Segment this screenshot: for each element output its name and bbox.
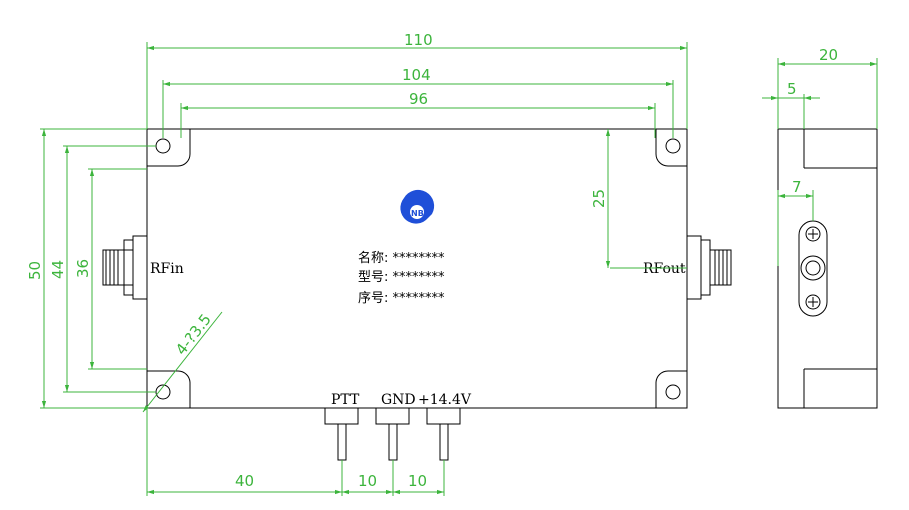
rf-out-connector xyxy=(686,235,732,300)
mounting-hole-top-left xyxy=(147,128,191,167)
rf-in-label: RFin xyxy=(150,261,184,277)
mounting-hole-top-right xyxy=(655,128,687,167)
dim-rfout-offset: 25 xyxy=(590,189,608,208)
pin-gnd xyxy=(375,407,410,461)
svg-text:NB: NB xyxy=(411,209,424,218)
dimension-arrows xyxy=(41,45,877,495)
dim-side-step: 5 xyxy=(787,80,797,98)
rf-in-connector xyxy=(102,235,148,300)
dim-pin-pitch-1: 10 xyxy=(358,472,377,490)
mounting-hole-bottom-right xyxy=(655,370,687,409)
housing-outline xyxy=(146,128,688,409)
pin-ptt-label: PTT xyxy=(331,392,360,408)
dim-hole-diameter: 4-?3.5 xyxy=(172,311,215,359)
label-serial: 序号: ******** xyxy=(358,291,445,306)
dim-side-width: 20 xyxy=(819,46,838,64)
logo-icon: NB xyxy=(400,189,435,224)
dim-hole-height: 44 xyxy=(49,260,67,279)
dim-hole-spacing-inner: 96 xyxy=(409,90,428,108)
dim-side-connector: 7 xyxy=(792,178,802,196)
side-view xyxy=(777,128,878,409)
mounting-hole-bottom-left xyxy=(147,370,191,409)
pin-ptt xyxy=(324,407,359,461)
label-name: 名称: ******** xyxy=(358,250,445,266)
dim-inner-height: 36 xyxy=(74,259,92,278)
pin-vcc xyxy=(426,407,461,461)
dim-pin-pitch-2: 10 xyxy=(408,472,427,490)
dim-overall-length: 110 xyxy=(404,31,433,49)
label-model: 型号: ******** xyxy=(358,270,445,285)
pin-gnd-label: GND xyxy=(381,392,416,408)
dim-overall-height: 50 xyxy=(26,261,44,280)
pin-vcc-label: +14.4V xyxy=(418,392,472,408)
dim-hole-spacing-outer: 104 xyxy=(402,66,431,84)
dim-pin-offset: 40 xyxy=(235,472,254,490)
rf-out-label: RFout xyxy=(643,261,686,277)
